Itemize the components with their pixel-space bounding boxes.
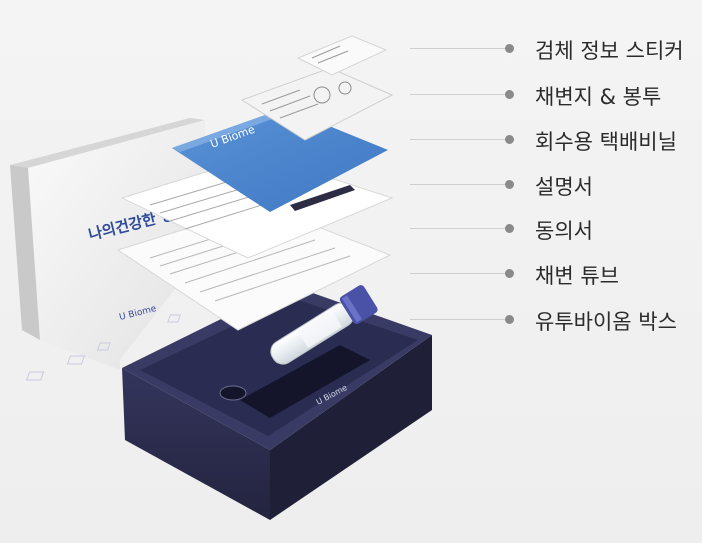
legend-label: 채변지 & 봉투 [535,85,662,109]
kit-box: U Biome [26,285,432,520]
leader-line [410,228,505,229]
leader-line [410,273,505,274]
collection-paper [240,67,394,141]
component-legend: 검체 정보 스티커 채변지 & 봉투 회수용 택배비닐 설명서 동의서 채변 튜… [410,0,702,543]
legend-item-return-bag: 회수용 택배비닐 [410,125,702,155]
leader-line [410,319,505,320]
legend-label: 채변 튜브 [535,264,619,288]
bullet-dot-icon [505,44,514,53]
legend-item-specimen-sticker: 검체 정보 스티커 [410,34,702,64]
bullet-dot-icon [505,224,514,233]
sample-tube [270,285,378,365]
legend-item-collection-paper: 채변지 & 봉투 [410,80,702,110]
leader-line [410,139,505,140]
leader-line [410,48,505,49]
legend-label: 설명서 [535,175,593,199]
specimen-sticker [296,35,388,76]
legend-item-sample-tube: 채변 튜브 [410,259,702,289]
leader-line [410,94,505,95]
legend-label: 동의서 [535,219,593,243]
legend-label: 회수용 택배비닐 [535,130,677,154]
bullet-dot-icon [505,90,514,99]
legend-label: 유투바이옴 박스 [535,310,677,334]
legend-item-instructions: 설명서 [410,170,702,200]
legend-item-consent: 동의서 [410,214,702,244]
leader-line [410,184,505,185]
legend-label: 검체 정보 스티커 [535,39,684,63]
bullet-dot-icon [505,180,514,189]
bullet-dot-icon [505,135,514,144]
bullet-dot-icon [505,315,514,324]
consent-form [116,204,392,331]
bullet-dot-icon [505,269,514,278]
legend-item-kit-box: 유투바이옴 박스 [410,305,702,335]
